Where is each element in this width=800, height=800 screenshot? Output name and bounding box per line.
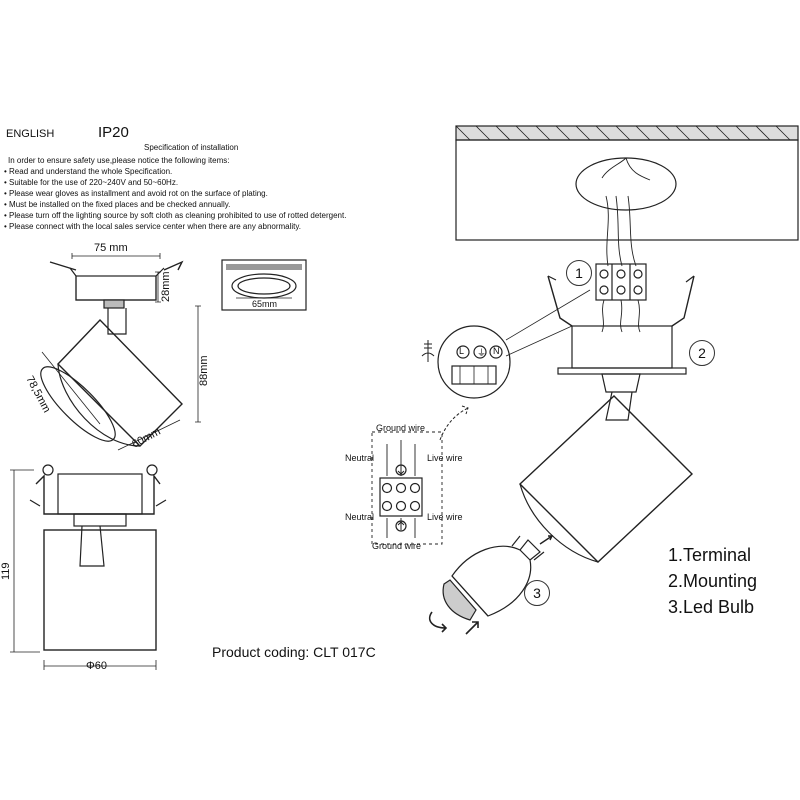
- side-dimension-lines: [41, 253, 201, 451]
- ground-symbol-icon: ⏚: [477, 348, 487, 358]
- wiring-diagram: [371, 405, 469, 545]
- label-live-bottom: Live wire: [427, 512, 463, 522]
- screwdriver-icon: [421, 340, 435, 362]
- cutout-detail: [221, 259, 307, 311]
- fixture-wires: [601, 299, 641, 333]
- front-view: [29, 464, 167, 651]
- note-item: • Please connect with the local sales se…: [4, 221, 302, 231]
- note-item: • Must be installed on the fixed places …: [4, 199, 231, 209]
- parts-legend: 1.Terminal 2.Mounting 3.Led Bulb: [668, 542, 757, 620]
- ceiling: [455, 125, 799, 241]
- dim-diameter-front: Φ60: [86, 660, 108, 672]
- supply-wires: [605, 195, 637, 267]
- label-neutral-top: Neutral: [345, 453, 375, 463]
- dim-mount-height: 28mm: [160, 271, 172, 302]
- label-ground-top: Ground wire: [376, 423, 426, 433]
- ceiling-cutout: [575, 157, 677, 211]
- spotlight-right: [518, 373, 694, 563]
- led-bulb: [428, 535, 554, 635]
- step-marker-3: 3: [524, 580, 550, 606]
- dim-height-front: 119: [0, 562, 12, 580]
- dim-total-height: 88mm: [198, 355, 210, 386]
- terminal-n-label: N: [493, 346, 500, 356]
- note-item: • Please wear gloves as installment and …: [4, 188, 268, 198]
- label-live-top: Live wire: [427, 453, 463, 463]
- note-item: • Please turn off the lighting source by…: [4, 210, 347, 220]
- dim-width-top: 75 mm: [94, 242, 128, 254]
- terminal-detail: [437, 325, 511, 399]
- terminal-block: [595, 263, 647, 301]
- intro-text: In order to ensure safety use,please not…: [8, 156, 230, 165]
- front-dimension-lines: [10, 469, 157, 670]
- legend-item-led-bulb: 3.Led Bulb: [668, 597, 755, 617]
- step-marker-2: 2: [689, 340, 715, 366]
- ip-rating: IP20: [98, 124, 129, 141]
- spec-title: Specification of installation: [144, 143, 239, 152]
- language-label: ENGLISH: [6, 128, 55, 140]
- safety-notes: • Read and understand the whole Specific…: [4, 167, 346, 232]
- legend-item-mounting: 2.Mounting: [668, 571, 758, 591]
- terminal-l-label: L: [459, 346, 465, 356]
- step-marker-1: 1: [566, 260, 592, 286]
- label-neutral-bottom: Neutral: [345, 512, 375, 522]
- detail-leader: [505, 289, 591, 357]
- label-ground-bottom: Ground wire: [372, 541, 422, 551]
- side-view: [40, 260, 184, 447]
- product-coding: Product coding: CLT 017C: [212, 644, 376, 660]
- legend-item-terminal: 1.Terminal: [668, 545, 752, 565]
- dim-cutout: 65mm: [252, 299, 278, 309]
- note-item: • Read and understand the whole Specific…: [4, 167, 173, 176]
- note-item: • Suitable for the use of 220~240V and 5…: [4, 177, 179, 187]
